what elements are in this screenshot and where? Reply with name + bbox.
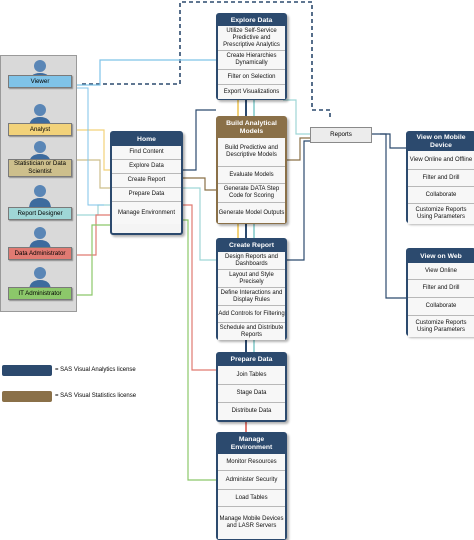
home-title: Home [112,133,181,146]
manage-environment-title: Manage Environment [218,434,285,454]
card-item: Explore Data [112,159,181,173]
role-label: IT Administrator [8,287,72,300]
card-item: Manage Environment [112,201,181,224]
card-item: Join Tables [218,366,285,384]
view-on-mobile-title: View on Mobile Device [408,133,474,151]
role-label: Data Administrator [8,247,72,260]
card-item: Load Tables [218,489,285,506]
view-on-web-title: View on Web [408,250,474,263]
legend-label: = SAS Visual Statistics license [55,393,137,399]
create-report-card: Create Report Design Reports and Dashboa… [216,238,287,340]
card-item: Schedule and Distribute Reports [218,322,285,340]
prepare-data-title: Prepare Data [218,354,285,366]
user-icon [29,185,51,209]
explore-data-items: Utilize Self-Service Predictive and Pres… [218,26,285,99]
card-item: Find Content [112,146,181,159]
card-item: View Online and Offline [408,151,474,169]
card-item: Monitor Resources [218,454,285,470]
explore-data-title: Explore Data [218,15,285,26]
legend-swatch [2,391,52,402]
card-item: Create Report [112,173,181,187]
card-item: Build Predictive and Descriptive Models [218,138,285,166]
card-item: Filter on Selection [218,69,285,84]
card-item: Utilize Self-Service Predictive and Pres… [218,26,285,50]
card-item: Stage Data [218,384,285,402]
build-models-title: Build Analytical Models [218,118,285,138]
view-on-mobile-card: View on Mobile Device View Online and Of… [406,131,474,224]
card-item: Distribute Data [218,402,285,420]
card-item: Generate DATA Step Code for Scoring [218,183,285,202]
card-item: Filter and Drill [408,279,474,297]
create-report-title: Create Report [218,240,285,252]
reports-node: Reports [310,127,372,143]
legend-swatch [2,365,52,376]
card-item: Collaborate [408,297,474,315]
card-item: Filter and Drill [408,169,474,186]
build-models-card: Build Analytical Models Build Predictive… [216,116,287,224]
card-item: Customize Reports Using Parameters [408,203,474,224]
role-label: Viewer [8,75,72,88]
card-item: View Online [408,263,474,279]
card-item: Evaluate Models [218,166,285,183]
card-item: Add Controls for Filtering [218,305,285,322]
card-item: Generate Model Outputs [218,202,285,223]
card-item: Create Hierarchies Dynamically [218,50,285,69]
card-item: Administer Security [218,470,285,489]
card-item: Customize Reports Using Parameters [408,315,474,337]
card-item: Layout and Style Precisely [218,269,285,287]
card-item: Manage Mobile Devices and LASR Servers [218,506,285,539]
explore-data-card: Explore Data Utilize Self-Service Predic… [216,13,287,100]
card-item: Design Reports and Dashboards [218,252,285,269]
role-label: Analyst [8,123,72,136]
card-item: Prepare Data [112,187,181,201]
card-item: Define Interactions and Display Rules [218,287,285,305]
role-label: Statistician or Data Scientist [8,159,72,177]
card-item: Collaborate [408,186,474,203]
card-item: Export Visualizations [218,84,285,99]
legend-label: = SAS Visual Analytics license [55,367,136,373]
role-label: Report Designer [8,207,72,220]
